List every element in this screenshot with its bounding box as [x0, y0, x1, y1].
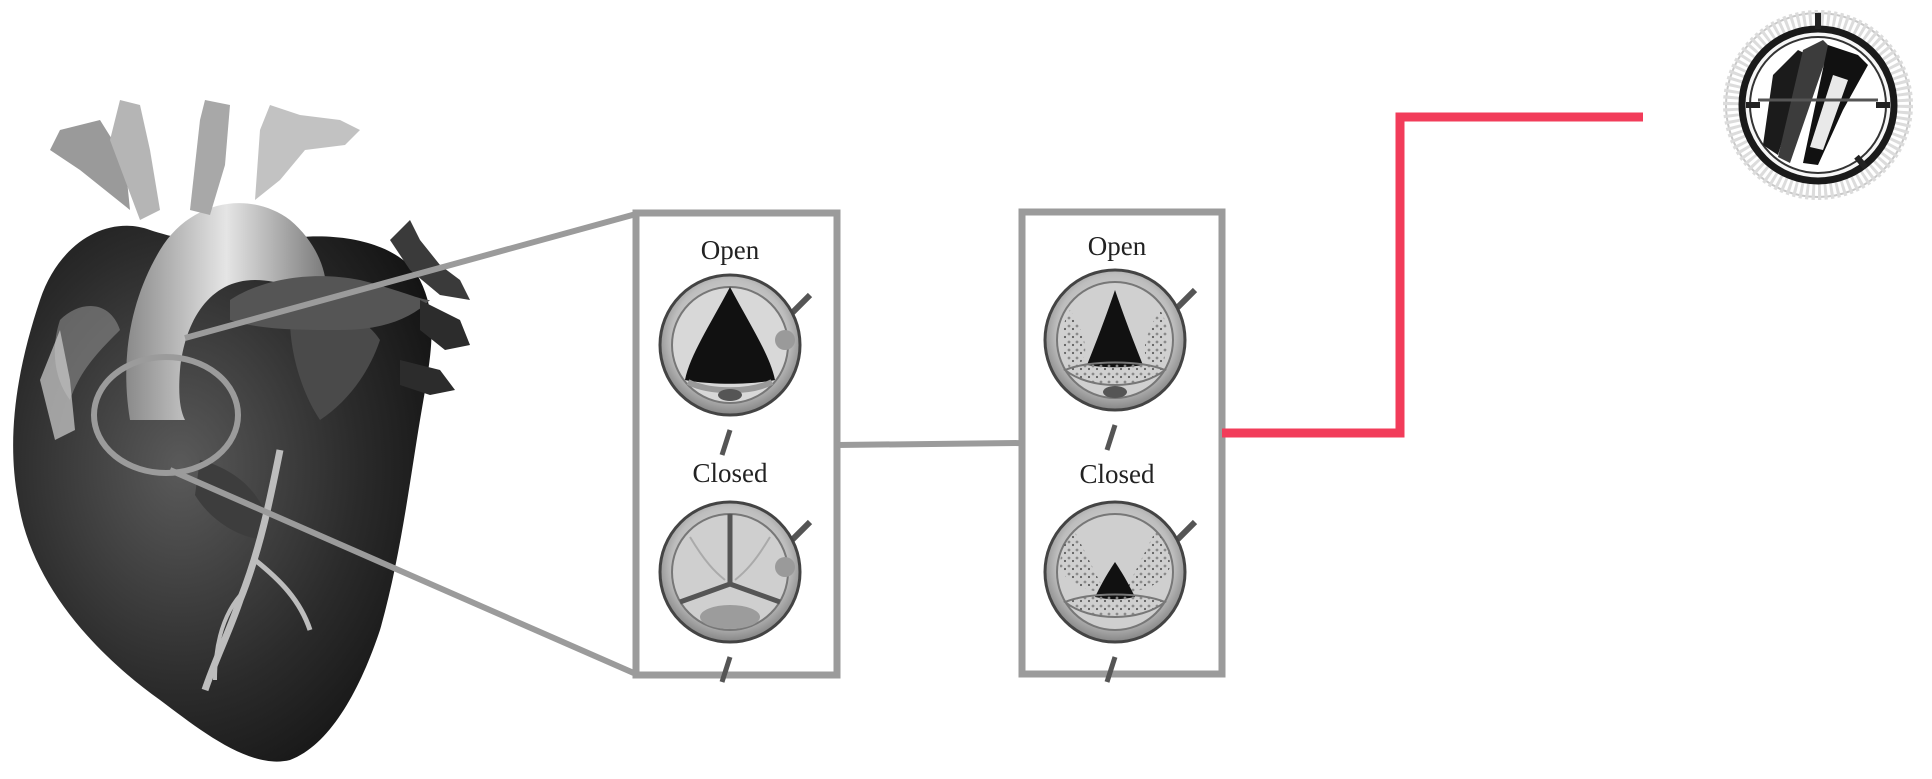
calcified-valve-closed-icon [1043, 500, 1198, 683]
heart-illustration [13, 100, 470, 762]
healthy-valve-panel: Open Closed [632, 209, 841, 683]
zoom-line-top [184, 211, 637, 341]
valve-zoom-ellipse [91, 354, 241, 476]
tricuspid-valve-closed-icon [658, 500, 813, 683]
stenotic-closed-label: Closed [1079, 459, 1155, 489]
healthy-closed-label: Closed [692, 458, 768, 488]
tricuspid-valve-open-icon [658, 273, 813, 456]
calcified-valve-open-icon [1043, 268, 1198, 451]
mechanical-valve-illustration [1723, 10, 1913, 200]
stenotic-valve-panel: Open Closed [1018, 208, 1226, 683]
healthy-open-label: Open [701, 235, 760, 265]
panel-connector-line [836, 440, 1023, 448]
replacement-connector-line [1222, 112, 1643, 438]
stenotic-open-label: Open [1088, 231, 1147, 261]
zoom-line-bottom [168, 467, 638, 677]
